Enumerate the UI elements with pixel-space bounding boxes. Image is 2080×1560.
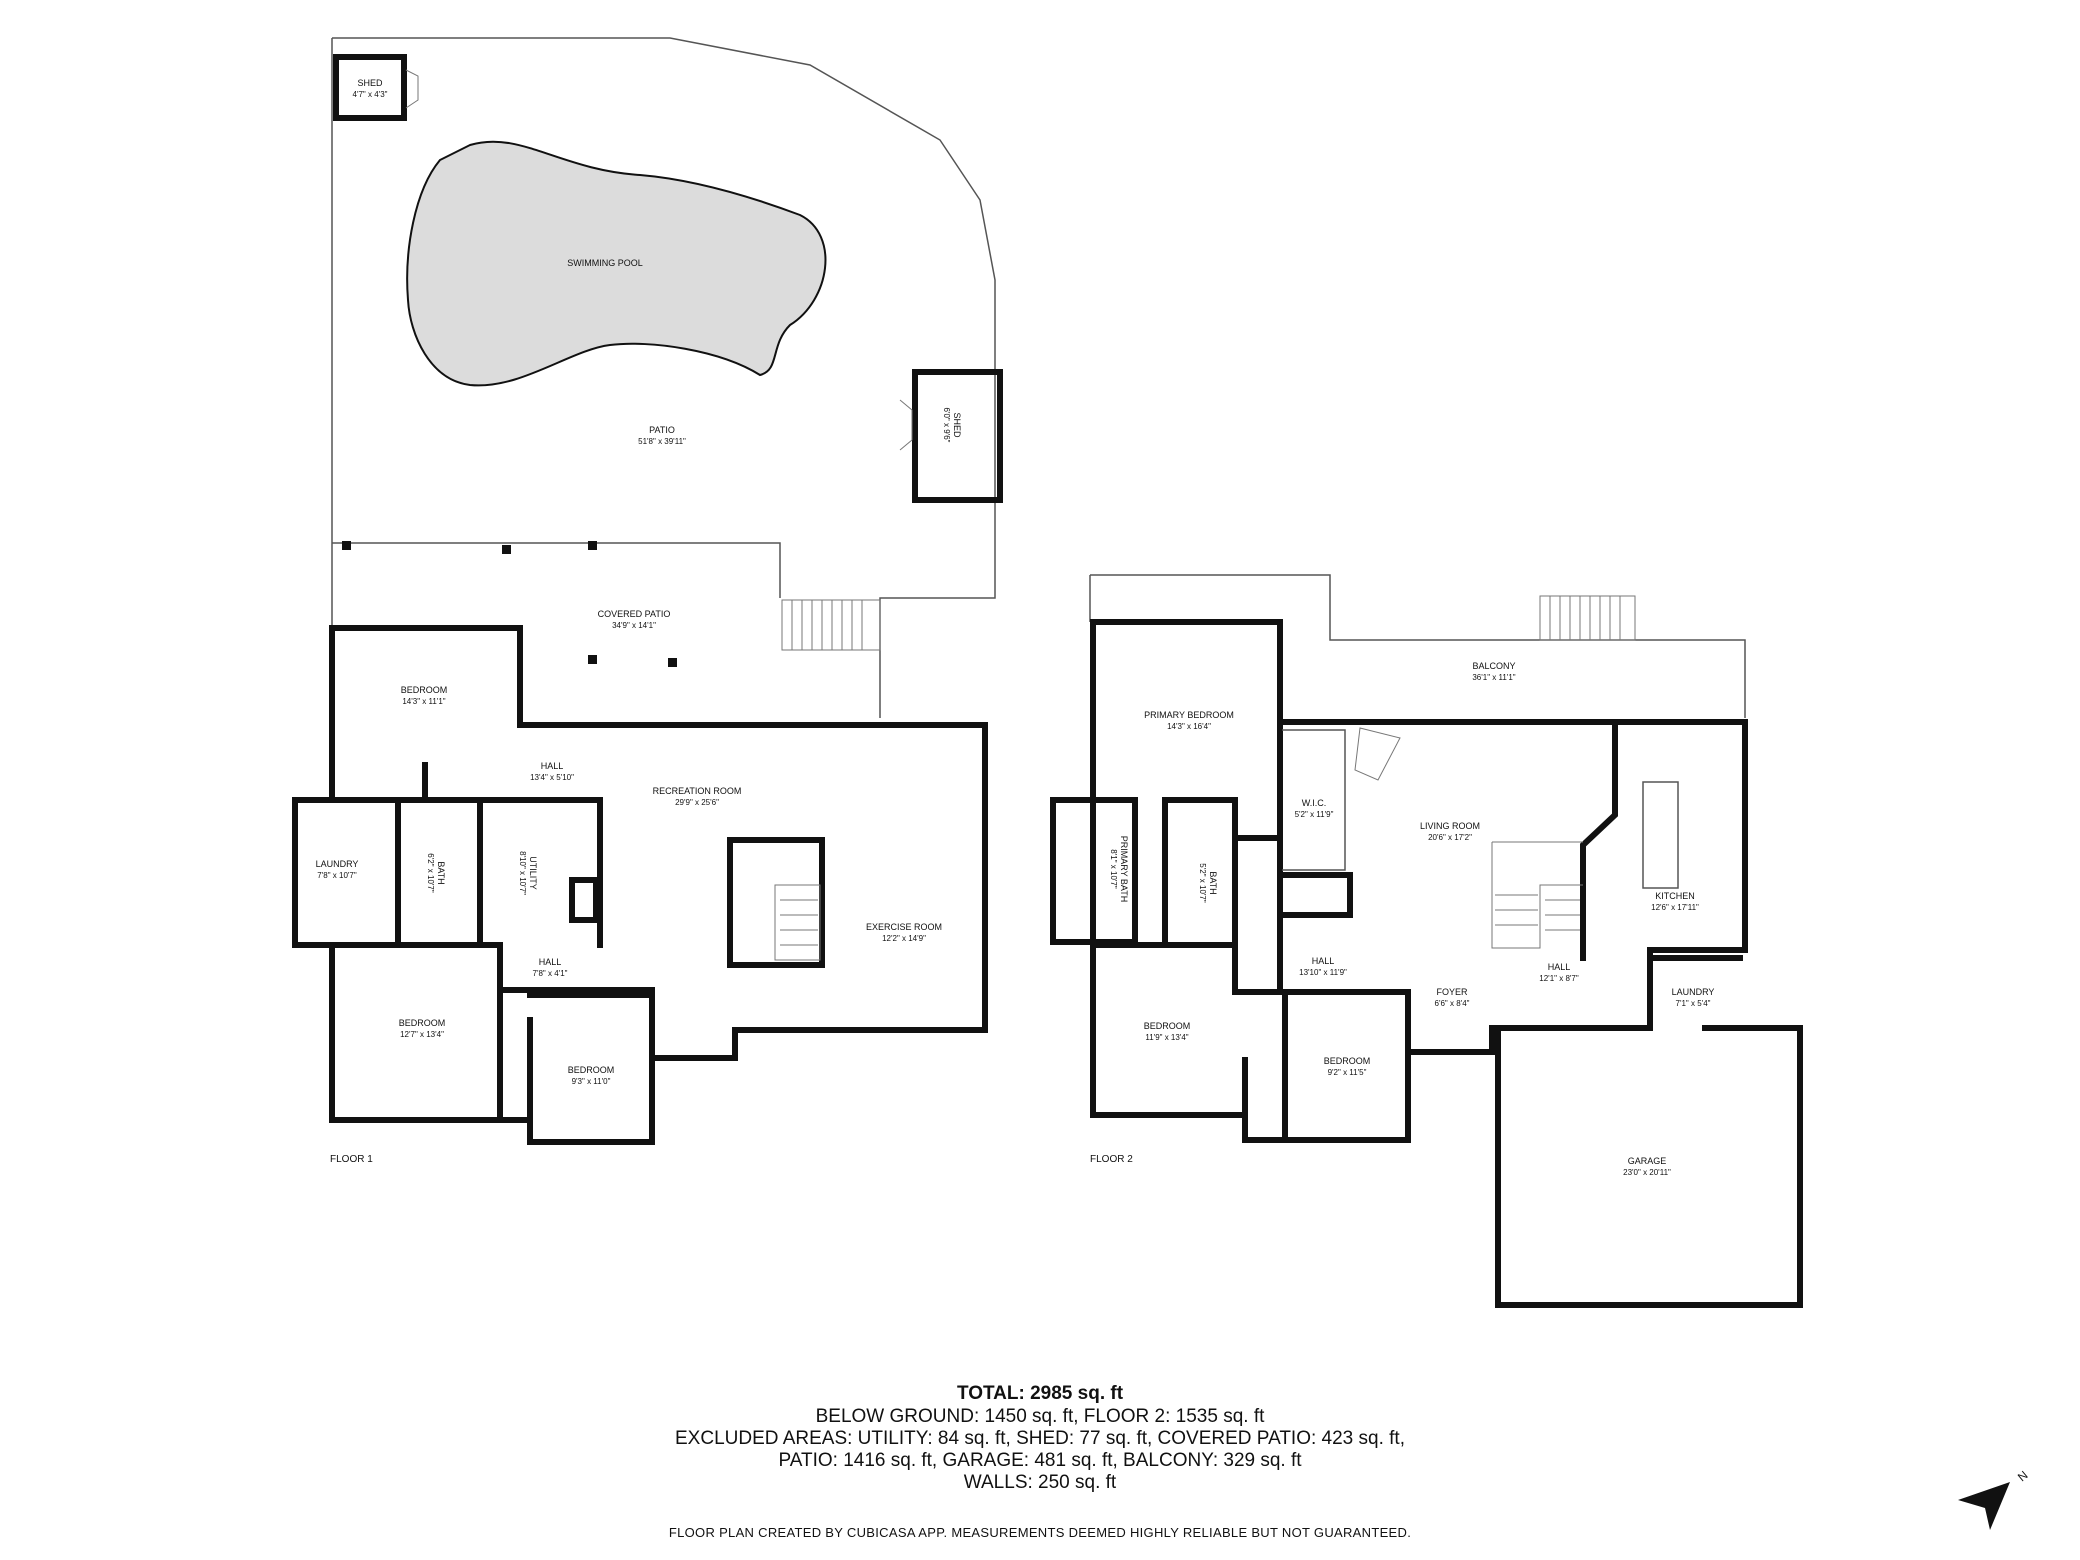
room-dim: 7'1" x 5'4" — [1676, 999, 1711, 1008]
floor-2-plan — [1050, 574, 1803, 1308]
room-name: BEDROOM — [401, 685, 448, 695]
swimming-pool — [406, 140, 827, 387]
room-name: BALCONY — [1472, 661, 1515, 671]
total-area: TOTAL: 2985 sq. ft — [956, 1383, 1124, 1404]
room-name: SHED — [952, 412, 962, 438]
room-name: EXERCISE ROOM — [866, 922, 942, 932]
area-line-2: EXCLUDED AREAS: UTILITY: 84 sq. ft, SHED… — [675, 1428, 1405, 1449]
room-name: HALL — [541, 761, 564, 771]
room-name: SHED — [357, 78, 383, 88]
room-dim: 9'3" x 11'0" — [572, 1077, 611, 1086]
room-labels: SHED 4'7" x 4'3" SWIMMING POOL PATIO 51'… — [316, 78, 1715, 1177]
balcony-outline — [1090, 574, 1746, 718]
room-dim: 8'10" x 10'7" — [518, 851, 527, 895]
floor-2-label: FLOOR 2 — [1090, 1154, 1133, 1165]
area-line-4: WALLS: 250 sq. ft — [963, 1472, 1117, 1493]
room-dim: 5'2" x 10'7" — [1198, 863, 1207, 903]
room-dim: 4'7" x 4'3" — [353, 90, 388, 99]
shed-right — [912, 369, 1003, 503]
room-name: PATIO — [649, 425, 675, 435]
floor-1-plan — [292, 37, 1003, 1145]
room-dim: 7'8" x 4'1" — [533, 969, 568, 978]
room-name: COVERED PATIO — [598, 609, 671, 619]
room-dim: 11'9" x 13'4" — [1145, 1033, 1188, 1042]
room-dim: 5'2" x 11'9" — [1295, 810, 1334, 819]
room-dim: 13'4" x 5'10" — [530, 773, 574, 782]
room-name: PRIMARY BEDROOM — [1144, 710, 1234, 720]
floor-2-walls — [1050, 619, 1803, 1308]
room-name: UTILITY — [528, 856, 538, 890]
room-name: HALL — [1312, 956, 1335, 966]
disclaimer: FLOOR PLAN CREATED BY CUBICASA APP. MEAS… — [668, 1525, 1412, 1540]
room-dim: 14'3" x 11'1" — [402, 697, 445, 706]
room-dim: 14'3" x 16'4" — [1167, 722, 1211, 731]
room-name: BATH — [436, 861, 446, 884]
room-name: HALL — [1548, 962, 1571, 972]
room-name: BEDROOM — [399, 1018, 446, 1028]
room-name: GARAGE — [1628, 1156, 1667, 1166]
floor-1-label: FLOOR 1 — [330, 1154, 373, 1165]
room-dim: 12'7" x 13'4" — [400, 1030, 444, 1039]
room-name: BATH — [1208, 871, 1218, 894]
room-dim: 12'6" x 17'11" — [1651, 903, 1699, 912]
room-dim: 20'6" x 17'2" — [1428, 833, 1472, 842]
room-name: LAUNDRY — [1672, 987, 1715, 997]
room-name: HALL — [539, 957, 562, 967]
room-dim: 23'0" x 20'11" — [1623, 1168, 1671, 1177]
room-dim: 34'9" x 14'1" — [612, 621, 656, 630]
room-dim: 29'9" x 25'6" — [675, 798, 719, 807]
room-name: SWIMMING POOL — [567, 258, 643, 268]
floor-1-walls — [292, 625, 988, 1145]
room-dim: 13'10" x 11'9" — [1299, 968, 1347, 977]
room-name: LAUNDRY — [316, 859, 359, 869]
room-dim: 9'2" x 11'5" — [1328, 1068, 1367, 1077]
room-name: BEDROOM — [1324, 1056, 1371, 1066]
room-dim: 6'0" x 9'6" — [942, 408, 951, 443]
area-line-3: PATIO: 1416 sq. ft, GARAGE: 481 sq. ft, … — [778, 1450, 1302, 1471]
shed-top-left — [333, 54, 407, 121]
room-dim: 36'1" x 11'1" — [1472, 673, 1515, 682]
room-dim: 6'6" x 8'4" — [1435, 999, 1470, 1008]
room-dim: 8'1" x 10'7" — [1109, 849, 1118, 889]
room-dim: 6'2" x 10'7" — [426, 853, 435, 893]
area-line-1: BELOW GROUND: 1450 sq. ft, FLOOR 2: 1535… — [815, 1406, 1265, 1427]
room-name: RECREATION ROOM — [653, 786, 742, 796]
room-dim: 12'1" x 8'7" — [1539, 974, 1579, 983]
room-dim: 7'8" x 10'7" — [317, 871, 357, 880]
room-name: BEDROOM — [1144, 1021, 1191, 1031]
room-dim: 12'2" x 14'9" — [882, 934, 926, 943]
patio-stairs — [781, 599, 881, 651]
balcony-stairs — [1539, 595, 1636, 641]
room-name: KITCHEN — [1655, 891, 1695, 901]
room-name: LIVING ROOM — [1420, 821, 1480, 831]
room-name: PRIMARY BATH — [1119, 836, 1129, 903]
room-dim: 51'8" x 39'11" — [638, 437, 686, 446]
room-name: FOYER — [1436, 987, 1468, 997]
room-name: BEDROOM — [568, 1065, 615, 1075]
patio-posts — [342, 541, 677, 667]
room-name: W.I.C. — [1302, 798, 1327, 808]
patio-outline — [332, 37, 996, 718]
